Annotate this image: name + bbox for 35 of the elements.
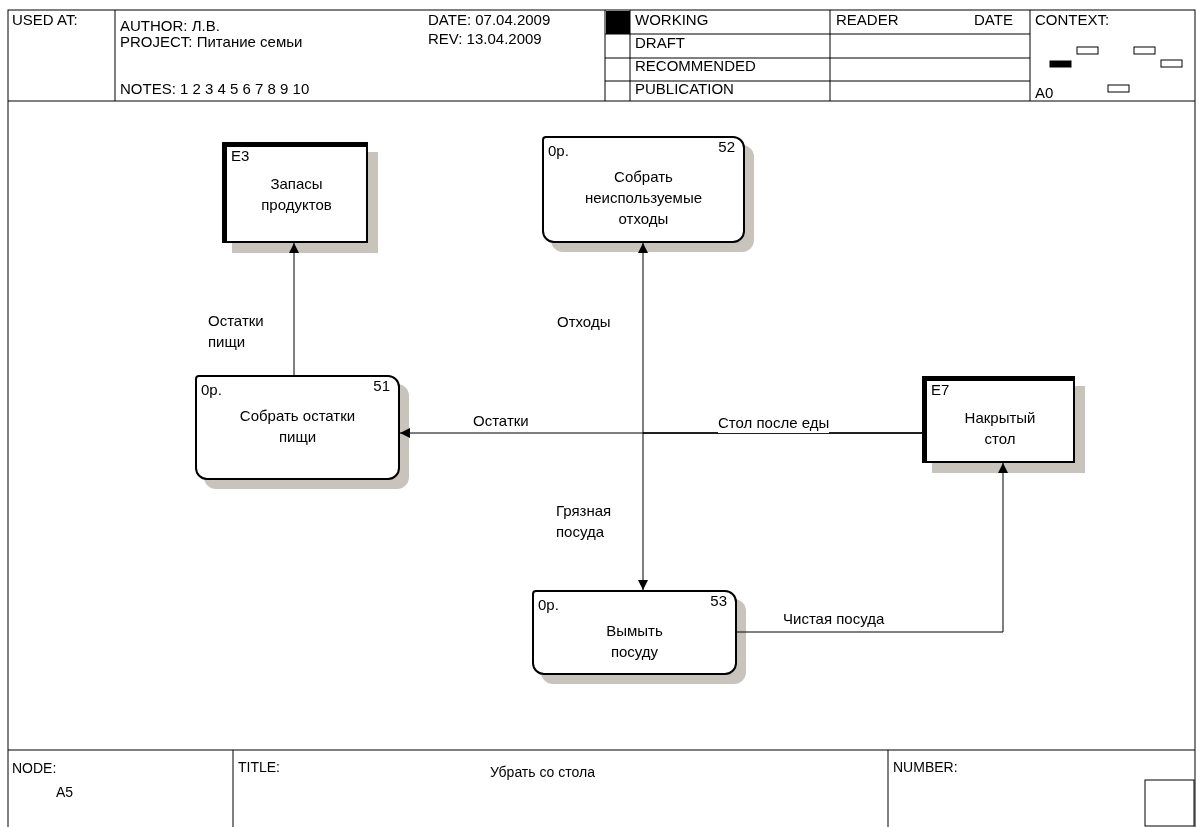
process-name: Собрать неиспользуемые отходы: [584, 167, 703, 229]
arrow: [736, 462, 1008, 633]
frame-label: DATE: [974, 11, 1013, 30]
frame-label: NODE:: [12, 760, 57, 778]
process-cost: 0р.: [548, 142, 569, 161]
arrow: [638, 432, 923, 591]
process-number: 52: [718, 138, 735, 157]
process-number: 53: [710, 592, 727, 611]
frame-label: TITLE:: [238, 759, 280, 777]
frame-label: READER: [836, 11, 899, 30]
frame-label: DRAFT: [635, 34, 685, 53]
frame-label: A5: [56, 784, 74, 802]
frame-label: AUTHOR: Л.В.: [120, 17, 220, 36]
frame-label: NUMBER:: [893, 759, 958, 777]
entity-name: Накрытый стол: [963, 408, 1037, 449]
process-cost: 0р.: [538, 596, 559, 615]
frame-label: USED AT:: [12, 11, 78, 30]
arrow: [289, 242, 299, 376]
frame-label: WORKING: [635, 11, 709, 30]
frame-label: Убрать со стола: [490, 764, 595, 782]
process-number: 51: [373, 377, 390, 396]
frame-label: RECOMMENDED: [635, 57, 756, 76]
frame-label: CONTEXT:: [1035, 11, 1110, 30]
frame-label: NOTES: 1 2 3 4 5 6 7 8 9 10: [120, 80, 310, 99]
entity-name: Запасы продуктов: [260, 174, 333, 215]
entity-id: E7: [931, 381, 950, 400]
frame-label: DATE: 07.04.2009: [428, 11, 551, 30]
frame-label: PUBLICATION: [635, 80, 734, 99]
frame-label: A0: [1035, 84, 1054, 103]
process-cost: 0р.: [201, 381, 222, 400]
process-name: Вымыть посуду: [605, 621, 664, 662]
frame-label: REV: 13.04.2009: [428, 30, 542, 49]
process-name: Собрать остатки пищи: [238, 406, 357, 447]
frame-label: PROJECT: Питание семьи: [120, 33, 303, 52]
entity-id: E3: [231, 147, 250, 166]
